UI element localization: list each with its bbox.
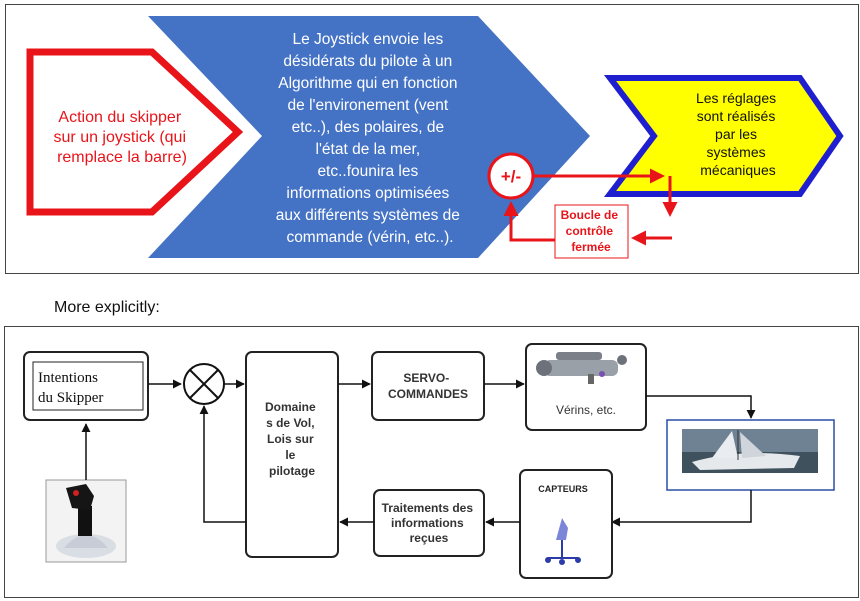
loop-arrow-return <box>503 201 556 242</box>
boucle-text: Boucle de contrôle fermée <box>561 208 622 254</box>
arrow-verins-to-boat <box>646 395 756 419</box>
capteurs-box <box>519 469 613 579</box>
algorithm-line: etc..founira les <box>317 163 418 180</box>
sailboat-photo <box>682 429 818 473</box>
servo-text: SERVO- COMMANDES <box>388 371 468 401</box>
domaines-box <box>245 351 339 558</box>
plus-minus-label: +/- <box>501 167 521 186</box>
reglages-line: Les réglages <box>696 90 776 106</box>
servo-line: SERVO- <box>403 371 449 385</box>
joystick-photo <box>45 479 127 563</box>
domaines-line: Domaine <box>265 400 316 414</box>
algorithm-line: aux différents systèmes de <box>276 207 460 224</box>
reglages-line: mécaniques <box>700 162 776 178</box>
domaines-line: pilotage <box>269 464 315 478</box>
servo-box <box>371 351 485 421</box>
algorithm-line: commande (vérin, etc..). <box>286 229 453 246</box>
traitements-line: informations <box>391 516 464 530</box>
algorithm-line: Algorithme qui en fonction <box>278 75 457 92</box>
intentions-line: Intentions <box>38 370 98 386</box>
intentions-inner-box <box>32 361 144 411</box>
skipper-line: remplace la barre) <box>57 149 187 166</box>
domaines-line: s de Vol, <box>266 416 314 430</box>
domaines-line: Lois sur <box>267 432 314 446</box>
boucle-line: Boucle de <box>561 208 619 222</box>
domaines-text: Domaine s de Vol, Lois sur le pilotage <box>265 400 319 478</box>
algorithm-line: de l'environement (vent <box>288 97 449 114</box>
caption: More explicitly: <box>54 299 160 316</box>
arrow-feedback-to-sum <box>199 405 246 523</box>
algorithm-chevron <box>148 16 590 258</box>
reglages-chevron <box>603 75 844 197</box>
arrow-boat-to-capteurs <box>611 490 752 527</box>
boucle-box <box>554 204 629 259</box>
reglages-line: par les <box>715 126 757 142</box>
traitements-box <box>373 489 485 557</box>
algorithm-line: désidérats du pilote à un <box>283 53 452 70</box>
algorithm-line: l'état de la mer, <box>316 141 421 158</box>
wind-sensor-photo <box>545 518 581 565</box>
skipper-line: Action du skipper <box>58 109 181 126</box>
traitements-line: reçues <box>410 531 449 545</box>
algorithm-text: Le Joystick envoie les désidérats du pil… <box>276 31 464 246</box>
algorithm-line: Le Joystick envoie les <box>292 31 443 48</box>
verins-label: Vérins, etc. <box>556 403 616 417</box>
intentions-line: du Skipper <box>38 390 103 406</box>
traitements-line: Traitements des <box>382 501 474 515</box>
capteurs-label: CAPTEURS <box>538 484 588 494</box>
intentions-text: Intentions du Skipper <box>38 370 103 406</box>
reglages-text: Les réglages sont réalisés par les systè… <box>696 90 780 178</box>
algorithm-line: etc..), des polaires, de <box>292 119 445 136</box>
algorithm-line: informations optimisées <box>286 185 449 202</box>
domaines-line: le <box>285 448 295 462</box>
skipper-line: sur un joystick (qui <box>54 129 187 146</box>
boucle-line: contrôle <box>566 224 614 238</box>
traitements-text: Traitements des informations reçues <box>382 501 477 545</box>
reglages-line: systèmes <box>706 144 765 160</box>
servo-line: COMMANDES <box>388 387 468 401</box>
skipper-text: Action du skipper sur un joystick (qui r… <box>54 109 191 166</box>
skipper-chevron <box>26 48 244 216</box>
hydraulic-actuator-photo <box>536 352 627 384</box>
boucle-line: fermée <box>571 240 611 254</box>
reglages-line: sont réalisés <box>697 108 776 124</box>
summing-junction-icon <box>183 363 225 405</box>
